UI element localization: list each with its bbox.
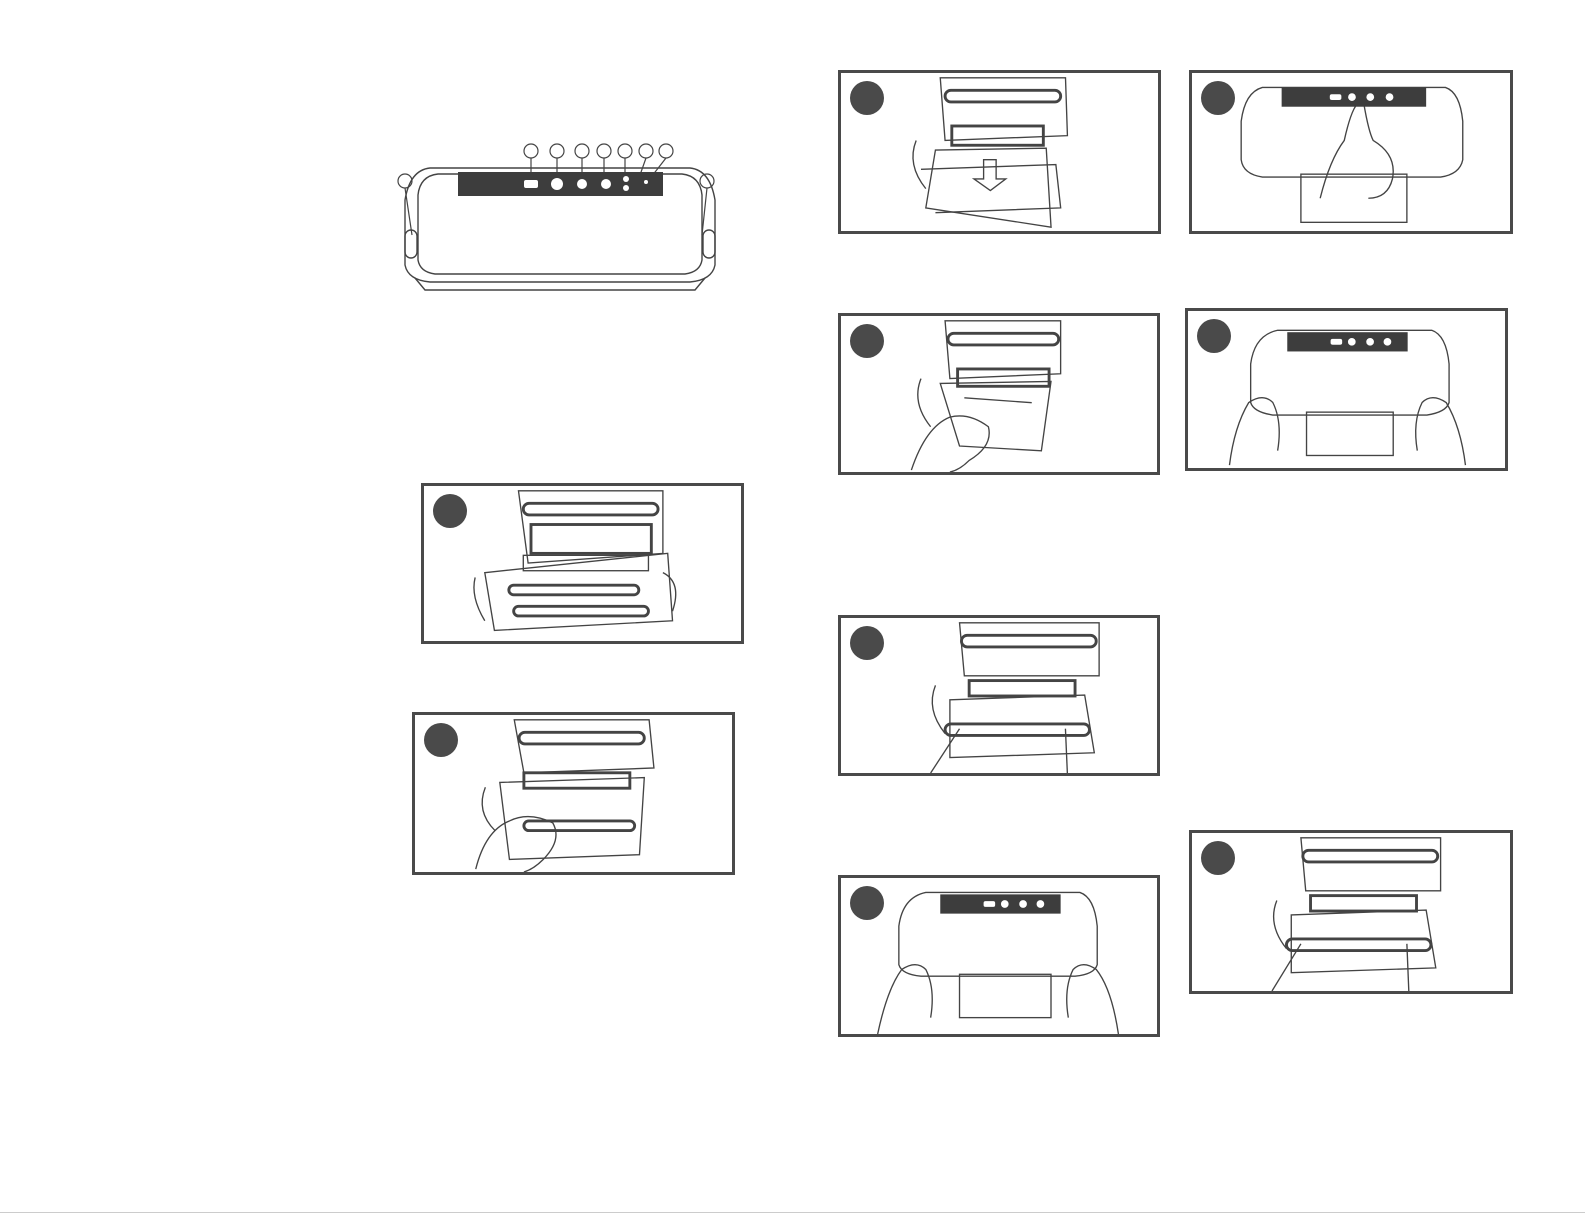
illustration-hand-open-lid — [415, 715, 732, 872]
illustration-bag-in-channel — [1192, 833, 1510, 991]
illustration-insert-bag — [841, 73, 1158, 231]
callout-8 — [659, 144, 673, 158]
step-panel-right-c1 — [838, 615, 1160, 776]
step-panel-right-d1 — [838, 875, 1160, 1037]
callout-2 — [524, 144, 538, 158]
step-panel-right-d2 — [1189, 830, 1513, 994]
sealer-overview-diagram — [390, 140, 730, 300]
page-bottom-rule — [0, 1212, 1585, 1213]
illustration-hold-closed — [841, 878, 1157, 1034]
illustration-align-bag — [841, 316, 1157, 472]
callout-1 — [398, 174, 412, 188]
illustration-press-button — [1192, 73, 1510, 231]
step-panel-right-a1 — [838, 70, 1161, 234]
step-panel-right-b1 — [838, 313, 1160, 475]
illustration-lid-open — [424, 486, 741, 641]
step-panel-right-a2 — [1189, 70, 1513, 234]
illustration-bag-in-channel — [841, 618, 1157, 773]
step-panel-left-2 — [412, 712, 735, 875]
callout-6 — [618, 144, 632, 158]
callout-7 — [639, 144, 653, 158]
callout-3 — [550, 144, 564, 158]
callout-5 — [597, 144, 611, 158]
step-panel-left-1 — [421, 483, 744, 644]
callout-4 — [575, 144, 589, 158]
sealer-overview-svg — [390, 140, 730, 300]
illustration-hold-closed — [1188, 311, 1505, 468]
step-panel-right-b2 — [1185, 308, 1508, 471]
